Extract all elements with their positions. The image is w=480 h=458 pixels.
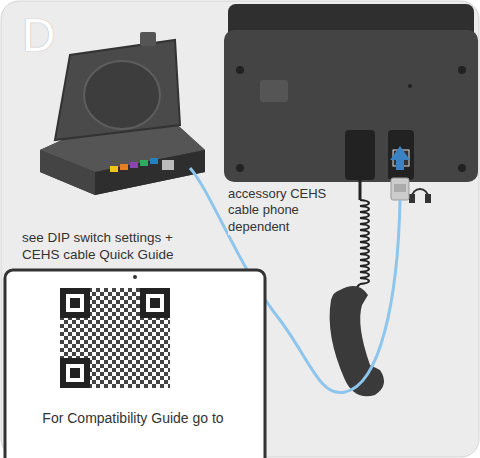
base-station [40,32,205,195]
panel-letter: D [22,12,82,58]
cable-plug [391,178,409,200]
cable-note: accessory CEHS cable phone dependent [228,186,340,235]
desk-phone [224,4,478,182]
compat-note: For Compatibility Guide go to [18,410,248,428]
laptop [5,270,265,458]
handset [330,286,384,396]
setup-note: see DIP switch settings + CEHS cable Qui… [22,230,194,264]
plug-arrow [390,146,410,170]
headset-icon [410,189,430,202]
coiled-cord [352,200,369,292]
